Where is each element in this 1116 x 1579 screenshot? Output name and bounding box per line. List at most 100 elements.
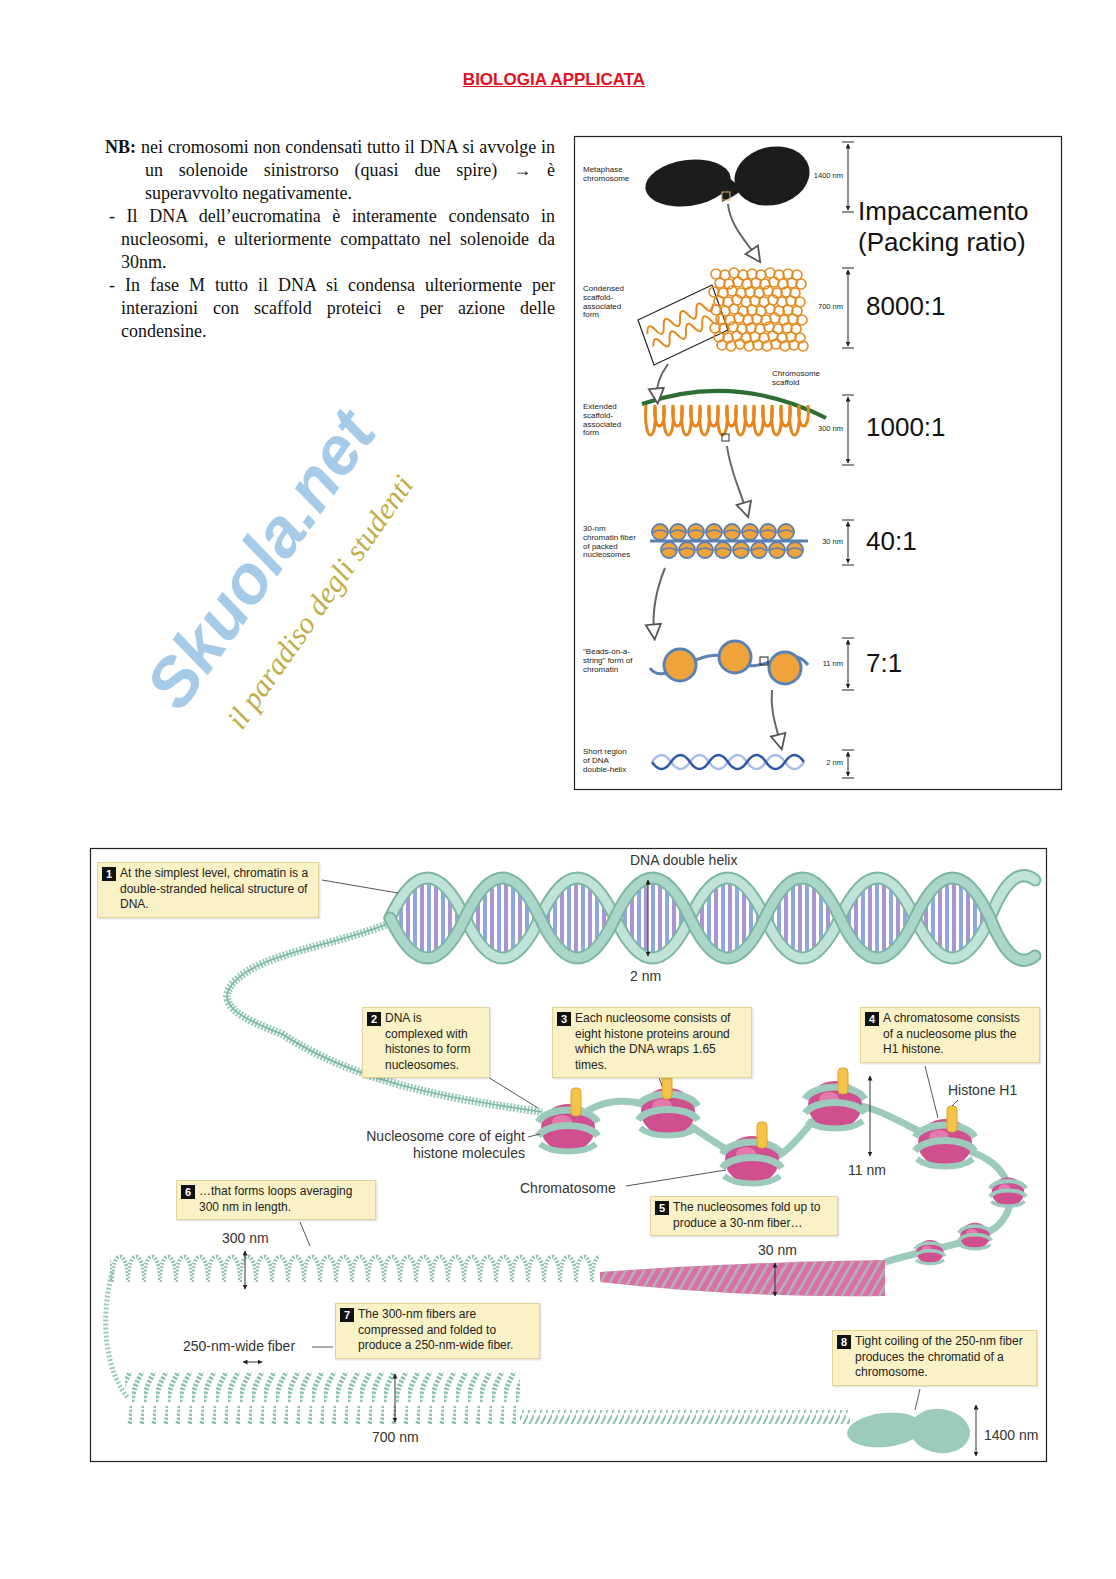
right-figure-shape	[652, 755, 804, 769]
bottom-figure-shape	[390, 876, 1035, 961]
bottom-figure-shape	[907, 1405, 973, 1457]
bottom-figure	[91, 849, 1047, 1462]
callout-number: 7	[340, 1308, 354, 1322]
part-label: Histone H1	[948, 1082, 1040, 1099]
dimension-label: 1400 nm	[984, 1427, 1042, 1444]
bottom-figure-shape-shape	[947, 1106, 957, 1132]
right-figure-shape	[688, 524, 704, 540]
right-figure-shape	[653, 204, 780, 742]
right-figure-shape	[670, 524, 686, 540]
bottom-figure-shape-shape	[838, 1068, 848, 1094]
right-figure-shape-shape	[714, 295, 805, 307]
dimension-label: 300 nm	[810, 425, 844, 433]
right-figure-shape	[769, 542, 785, 558]
right-figure-shape	[787, 542, 803, 558]
right-figure-shape	[679, 542, 695, 558]
bottom-figure-shape-shape	[528, 1134, 540, 1137]
bottom-figure-shape-shape	[322, 880, 398, 893]
callout-box: 1At the simplest level, chromatin is a d…	[97, 862, 319, 918]
dimension-label: 30 nm	[758, 1242, 804, 1259]
bottom-figure-shape-shape	[648, 880, 649, 956]
right-figure-shape	[645, 298, 721, 352]
dimension-label: 1400 nm	[810, 172, 844, 180]
right-figure-shape	[652, 524, 668, 540]
callout-box: 8 Tight coiling of the 250-nm fiber produ…	[832, 1330, 1037, 1386]
bottom-figure-shape	[722, 1136, 782, 1184]
packing-ratio: 1000:1	[866, 413, 976, 442]
callout-number: 8	[837, 1335, 851, 1349]
callout-text: Tight coiling of the 250-nm fiber produc…	[855, 1334, 1030, 1381]
dimension-label: 2 nm	[630, 968, 675, 985]
level-label: Extended scaffold-associated form	[583, 403, 635, 438]
bottom-figure-shape-shape	[243, 1362, 262, 1363]
bottom-figure-shape	[600, 1260, 885, 1296]
bottom-figure-shape-shape	[870, 1076, 871, 1156]
right-figure-shape	[715, 542, 731, 558]
callout-text: The nucleosomes fold up to produce a 30-…	[673, 1200, 831, 1231]
right-figure-shape	[733, 542, 749, 558]
bottom-figure-shape-shape	[312, 1347, 333, 1348]
callout-number: 2	[367, 1012, 381, 1026]
packing-ratio: 40:1	[866, 527, 956, 556]
callout-number: 4	[865, 1012, 879, 1026]
packing-ratio: 8000:1	[866, 292, 976, 321]
right-figure-shape-shape	[717, 339, 808, 351]
packing-ratio: 7:1	[866, 649, 936, 678]
bottom-figure-shape	[915, 1240, 945, 1264]
bullet-text: - Il DNA dell’eucromatina è interamente …	[109, 206, 555, 272]
callout-box: 6…that forms loops averaging 300 nm in l…	[176, 1180, 376, 1220]
level-label: Condensed scaffold-associated form	[583, 285, 635, 320]
bottom-figure-shape	[520, 1410, 850, 1424]
bottom-figure-shape	[91, 849, 1047, 1462]
callout-text: The 300-nm fibers are compressed and fol…	[358, 1307, 533, 1354]
bottom-figure-shape	[568, 1101, 1010, 1262]
right-figure-shape	[722, 192, 730, 200]
right-figure-shape	[661, 542, 677, 558]
callout-text: …that forms loops averaging 300 nm in le…	[199, 1184, 369, 1215]
right-figure-shape-shape	[727, 446, 746, 510]
bottom-figure-shape-shape	[775, 1263, 776, 1296]
callout-box: 3Each nucleosome consists of eight histo…	[552, 1007, 752, 1078]
bottom-figure-shape-shape	[915, 1389, 920, 1410]
right-figure-shape	[842, 142, 854, 778]
dimension-label: 2 nm	[810, 759, 844, 767]
callout-text: Each nucleosome consists of eight histon…	[575, 1011, 745, 1073]
right-figure-shape	[697, 542, 713, 558]
right-figure-shape	[652, 755, 804, 769]
bottom-figure-shape	[990, 1178, 1026, 1207]
bottom-figure-shape	[600, 1260, 885, 1296]
dimension-label: 30 nm	[810, 538, 844, 546]
dimension-label: 300 nm	[222, 1230, 278, 1247]
note-text: nei cromosomi non condensati tutto il DN…	[141, 137, 555, 203]
right-figure-shape	[760, 657, 768, 665]
bottom-figure-shape-shape	[925, 1066, 938, 1118]
right-figure-shape-shape	[772, 690, 780, 742]
right-figure-shape-shape	[645, 298, 715, 339]
right-figure-shape-shape	[848, 522, 849, 563]
right-figure-shape	[646, 405, 809, 435]
bottom-figure-shape	[907, 1405, 973, 1457]
bottom-figure-shape	[106, 1272, 128, 1398]
callout-box: 4A chromatosome consists of a nucleosome…	[860, 1007, 1040, 1063]
right-figure-shape-shape	[728, 204, 756, 256]
bottom-figure-shape-shape	[300, 1222, 310, 1246]
bottom-figure-shape-shape	[626, 1170, 726, 1186]
dimension-label: 11 nm	[848, 1162, 894, 1179]
callout-box: 5The nucleosomes fold up to produce a 30…	[650, 1196, 838, 1236]
paragraph: - Il DNA dell’eucromatina è interamente …	[107, 205, 555, 274]
column-heading: Impaccamento (Packing ratio)	[858, 196, 1058, 258]
right-figure-shape	[728, 139, 816, 214]
right-figure-shape-shape	[848, 752, 849, 776]
right-figure-shape	[706, 524, 722, 540]
bottom-figure-shape-shape	[571, 1088, 581, 1116]
callout-box: 2DNA is complexed with histones to form …	[362, 1007, 490, 1078]
part-label: DNA double helix	[630, 852, 770, 869]
callout-text: At the simplest level, chromatin is a do…	[120, 866, 312, 913]
right-figure-shape	[769, 652, 801, 684]
bottom-figure-shape	[959, 1223, 992, 1249]
dimension-label: 11 nm	[810, 660, 844, 668]
right-figure-shape-shape	[657, 364, 668, 396]
right-figure-shape	[719, 641, 751, 673]
bottom-figure-shape-shape	[390, 878, 1035, 960]
